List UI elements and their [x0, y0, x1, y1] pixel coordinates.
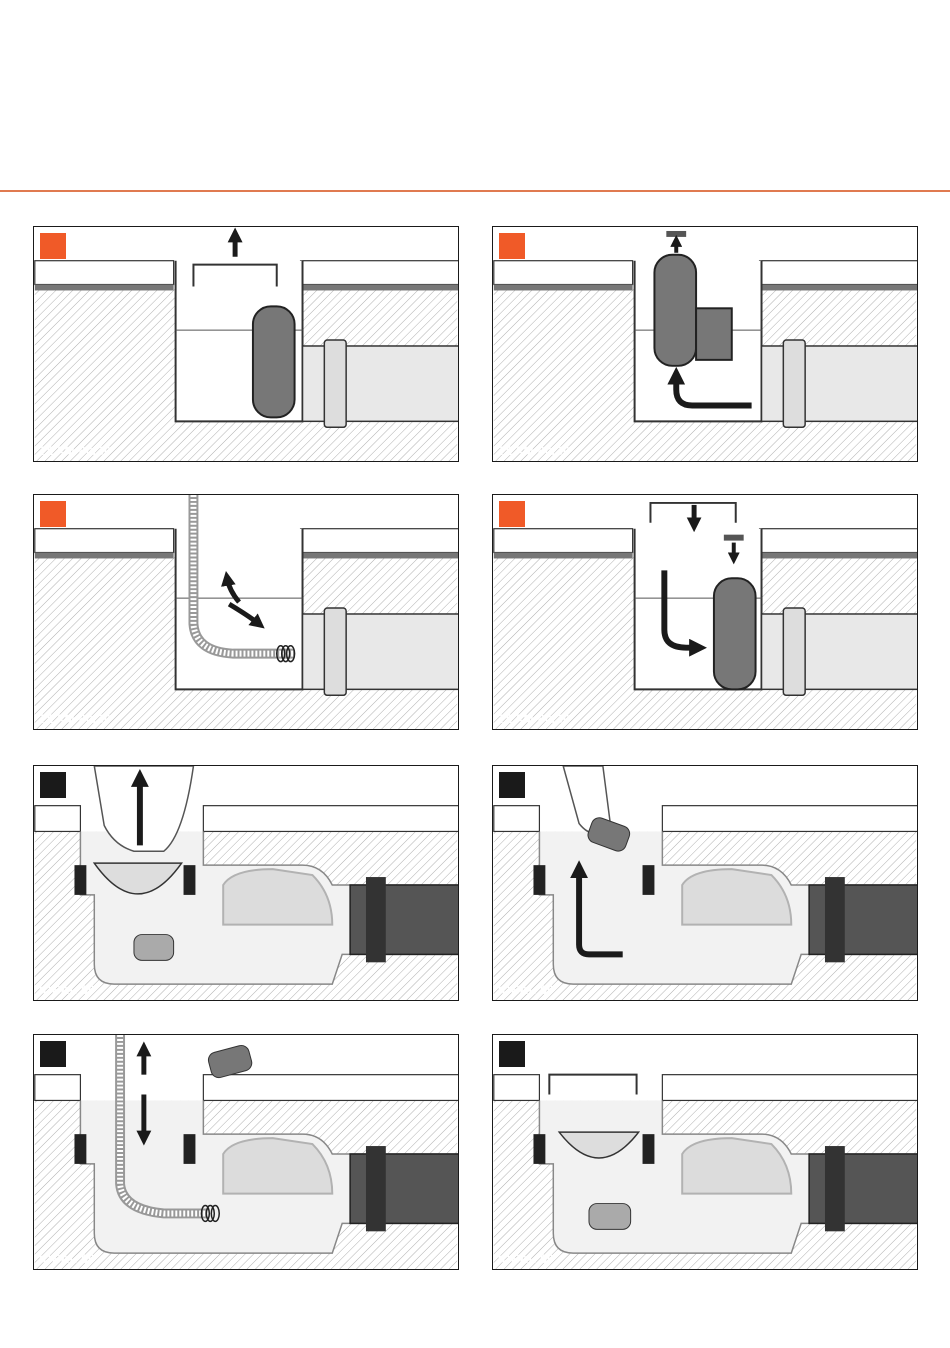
step-illustration: [34, 495, 458, 729]
step-badge: [499, 233, 525, 259]
pipe-coupling: [324, 608, 346, 695]
model-label: TEAM 80/30: [498, 712, 570, 726]
grate: [549, 1075, 636, 1095]
trap-chamber: [682, 1138, 791, 1194]
step-badge: [40, 1041, 66, 1067]
flange-right: [643, 865, 655, 895]
floor-tile-right: [203, 1075, 458, 1101]
membrane-left: [35, 553, 174, 559]
plug: [589, 1204, 631, 1230]
step-illustration: [493, 766, 917, 1000]
step-badge: [40, 233, 66, 259]
floor-tile-left: [35, 261, 174, 285]
floor-tile-left: [35, 529, 174, 553]
odour-trap: [253, 306, 295, 417]
model-label: IDEAL 50: [498, 983, 554, 997]
membrane-right: [760, 553, 917, 559]
floor-tile-right: [203, 806, 458, 832]
pipe-socket: [366, 1146, 386, 1231]
membrane-left: [494, 285, 633, 291]
flange-left: [533, 865, 545, 895]
trap-cap: [666, 231, 686, 237]
odour-trap: [654, 255, 696, 366]
pipe-socket: [825, 1146, 845, 1231]
floor-tile-right: [662, 806, 917, 832]
membrane-left: [35, 285, 174, 291]
flange-right: [643, 1134, 655, 1164]
trap-cap: [724, 535, 744, 541]
pipe-coupling: [324, 340, 346, 427]
header-rule: [0, 190, 950, 192]
step-panel: TEAM 80/30: [33, 226, 459, 462]
pipe-coupling: [783, 340, 805, 427]
membrane-right: [301, 553, 458, 559]
step-illustration: [493, 227, 917, 461]
membrane-right: [301, 285, 458, 291]
step-panel: IDEAL 50: [33, 1034, 459, 1270]
step-panel: TEAM 80/30: [33, 494, 459, 730]
model-label: IDEAL 50: [39, 1252, 95, 1266]
model-label: TEAM 80/30: [39, 712, 111, 726]
flange-right: [184, 1134, 196, 1164]
pipe-socket: [825, 877, 845, 962]
odour-trap: [714, 578, 756, 689]
step-panel: IDEAL 50: [492, 765, 918, 1001]
step-panel: TEAM 80/30: [492, 494, 918, 730]
trap-chamber: [682, 869, 791, 925]
flange-left: [533, 1134, 545, 1164]
floor-tile-right: [301, 261, 458, 285]
plug: [134, 935, 174, 961]
floor-tile-right: [760, 261, 917, 285]
pipe-socket: [366, 877, 386, 962]
model-label: IDEAL 50: [39, 983, 95, 997]
floor-tile-left: [494, 806, 540, 832]
pipe-coupling: [783, 608, 805, 695]
step-badge: [499, 501, 525, 527]
floor-tile-left: [35, 806, 81, 832]
trap-chamber: [223, 1138, 332, 1194]
step-panel: TEAM 80/30: [492, 226, 918, 462]
step-illustration: [493, 495, 917, 729]
floor-tile-left: [35, 1075, 81, 1101]
step-badge: [40, 772, 66, 798]
membrane-right: [760, 285, 917, 291]
model-label: TEAM 80/30: [498, 444, 570, 458]
step-illustration: [34, 1035, 458, 1269]
floor-tile-right: [662, 1075, 917, 1101]
flange-left: [74, 865, 86, 895]
trap-spout: [696, 308, 732, 360]
model-label: TEAM 80/30: [39, 444, 111, 458]
step-panel: IDEAL 50: [33, 765, 459, 1001]
floor-tile-right: [760, 529, 917, 553]
floor-tile-left: [494, 1075, 540, 1101]
plug: [207, 1044, 254, 1080]
model-label: IDEAL 50: [498, 1252, 554, 1266]
floor-tile-right: [301, 529, 458, 553]
floor-tile-left: [494, 261, 633, 285]
step-illustration: [34, 766, 458, 1000]
step-badge: [40, 501, 66, 527]
step-illustration: [493, 1035, 917, 1269]
step-badge: [499, 1041, 525, 1067]
step-illustration: [34, 227, 458, 461]
trap-chamber: [223, 869, 332, 925]
flange-left: [74, 1134, 86, 1164]
floor-tile-left: [494, 529, 633, 553]
flange-right: [184, 865, 196, 895]
step-badge: [499, 772, 525, 798]
step-panel: IDEAL 50: [492, 1034, 918, 1270]
membrane-left: [494, 553, 633, 559]
